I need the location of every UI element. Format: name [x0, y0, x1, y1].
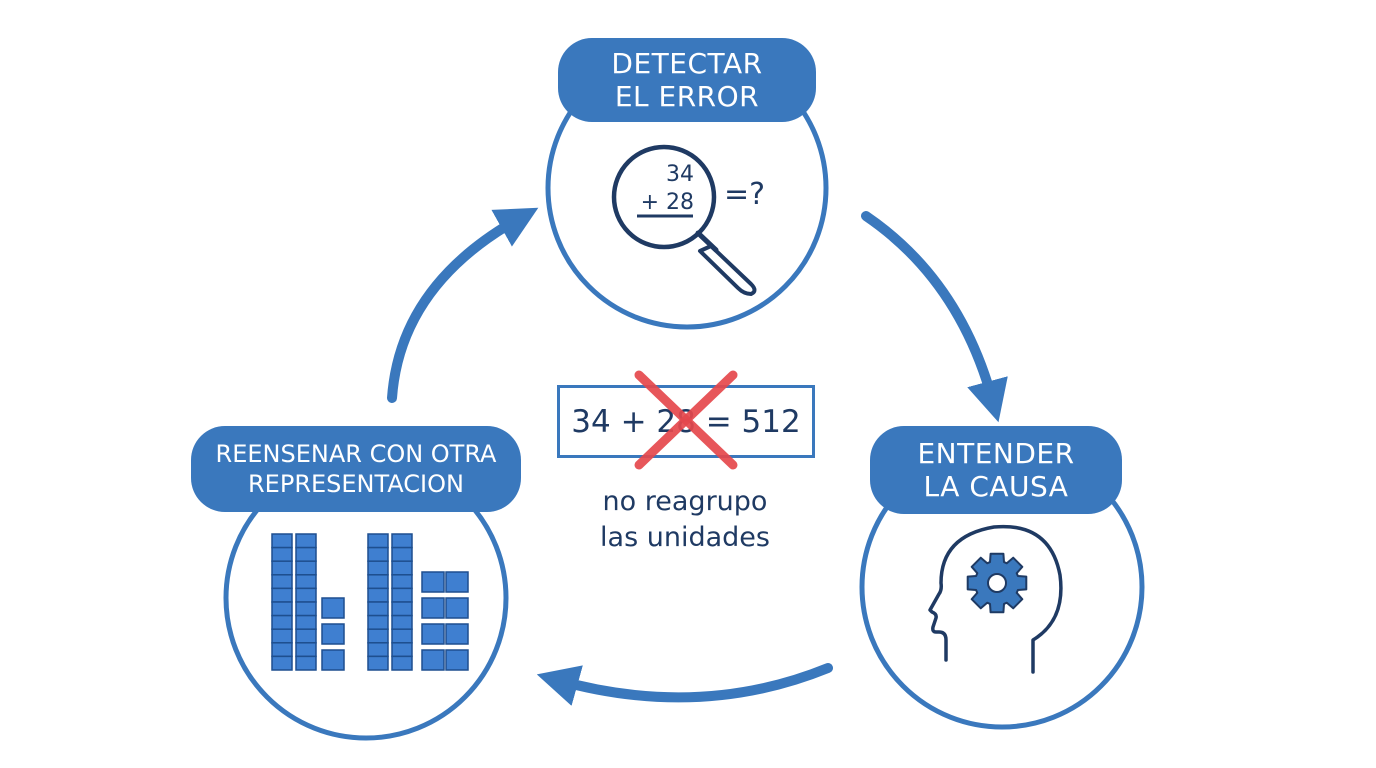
tens-rod-1-cube	[271, 533, 293, 549]
ones-cube	[321, 649, 345, 671]
tens-rod-3-cube	[367, 601, 389, 617]
tens-rod-2-cube	[295, 642, 317, 658]
ones-cube	[421, 597, 445, 619]
reteach-label-line1: REENSENAR CON OTRA	[215, 440, 497, 468]
gear-hole	[987, 573, 1007, 593]
tens-rod-1-cube	[271, 628, 293, 644]
tens-rod-3-cube	[367, 560, 389, 576]
understand-label: ENTENDER LA CAUSA	[870, 426, 1122, 514]
explanation-line1: no reagrupo	[602, 486, 768, 517]
tens-rod-4-cube	[391, 533, 413, 549]
tens-rod-1-cube	[271, 574, 293, 590]
tens-rod-4-cube	[391, 655, 413, 671]
tens-rod-4-cube	[391, 601, 413, 617]
tens-rod-4-cube	[391, 560, 413, 576]
tens-rod-2-cube	[295, 655, 317, 671]
tens-rod-2-cube	[295, 587, 317, 603]
magnifier-top-number: 34	[666, 162, 694, 187]
arrow-understand-to-reteach	[536, 663, 833, 706]
tens-rod-2-cube	[295, 628, 317, 644]
red-cross-icon	[634, 370, 738, 470]
detect-label-line1: DETECTAR	[611, 47, 763, 80]
ones-cube	[445, 571, 469, 593]
tens-rod-3-cube	[367, 655, 389, 671]
gear-icon	[966, 552, 1028, 614]
magnifier-question: =?	[724, 177, 766, 212]
reteach-label: REENSENAR CON OTRA REPRESENTACION	[191, 426, 521, 512]
ones-cube	[445, 623, 469, 645]
tens-rod-2-cube	[295, 560, 317, 576]
ones-cube	[321, 623, 345, 645]
tens-rod-4-cube	[391, 642, 413, 658]
ones-cube	[421, 623, 445, 645]
detect-label: DETECTAR EL ERROR	[558, 38, 816, 122]
tens-rod-3-cube	[367, 628, 389, 644]
arrow-detect-to-understand	[861, 211, 1008, 423]
understand-label-line1: ENTENDER	[917, 437, 1075, 470]
tens-rod-1-cube	[271, 614, 293, 630]
ones-cube	[445, 649, 469, 671]
ones-cube	[321, 597, 345, 619]
tens-rod-3-cube	[367, 587, 389, 603]
tens-rod-1-cube	[271, 546, 293, 562]
tens-rod-4-cube	[391, 574, 413, 590]
tens-rod-1-cube	[271, 655, 293, 671]
ones-cube	[421, 649, 445, 671]
ones-cube	[445, 597, 469, 619]
tens-rod-2-cube	[295, 546, 317, 562]
tens-rod-1-cube	[271, 642, 293, 658]
tens-rod-4-cube	[391, 628, 413, 644]
tens-rod-3-cube	[367, 533, 389, 549]
detect-label-line2: EL ERROR	[614, 80, 760, 113]
magnifier-bottom-number: + 28	[640, 190, 694, 215]
magnifier-icon	[611, 144, 757, 296]
tens-rod-4-cube	[391, 587, 413, 603]
reteach-label-line2: REPRESENTACION	[248, 470, 464, 498]
tens-rod-3-cube	[367, 574, 389, 590]
tens-rod-2-cube	[295, 614, 317, 630]
base-ten-blocks-icon	[271, 533, 469, 671]
explanation-line2: las unidades	[600, 522, 770, 553]
tens-rod-2-cube	[295, 601, 317, 617]
arrow-reteach-to-detect	[387, 207, 539, 403]
head-gear-icon	[928, 524, 1063, 674]
tens-rod-1-cube	[271, 560, 293, 576]
understand-label-line2: LA CAUSA	[923, 470, 1069, 503]
tens-rod-4-cube	[391, 614, 413, 630]
ones-cube	[421, 571, 445, 593]
tens-rod-2-cube	[295, 574, 317, 590]
tens-rod-4-cube	[391, 546, 413, 562]
tens-rod-2-cube	[295, 533, 317, 549]
tens-rod-1-cube	[271, 601, 293, 617]
tens-rod-1-cube	[271, 587, 293, 603]
tens-rod-3-cube	[367, 642, 389, 658]
tens-rod-3-cube	[367, 546, 389, 562]
tens-rod-3-cube	[367, 614, 389, 630]
